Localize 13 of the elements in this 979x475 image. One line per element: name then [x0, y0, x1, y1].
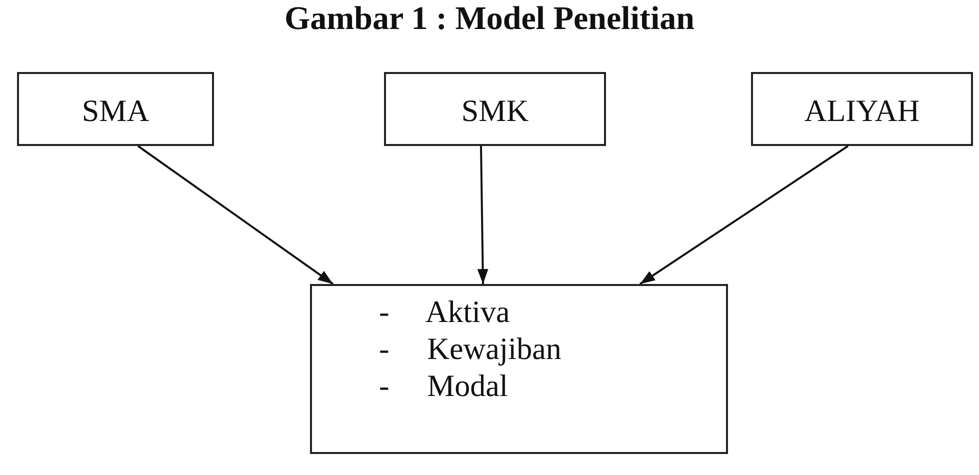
list-item: - Modal	[379, 368, 508, 404]
process-box	[751, 72, 973, 146]
node-label: ALIYAH	[803, 93, 921, 129]
node-label: SMA	[80, 93, 150, 129]
arrow	[137, 145, 334, 285]
arrow	[477, 146, 488, 284]
list-box	[310, 284, 728, 454]
list-item: - Kewajiban	[379, 331, 562, 367]
process-box	[17, 72, 214, 146]
list-item: - Aktiva	[379, 294, 510, 330]
process-box	[384, 72, 606, 146]
node-label: SMK	[460, 93, 530, 129]
diagram-title: Gambar 1 : Model Penelitian	[283, 0, 696, 38]
